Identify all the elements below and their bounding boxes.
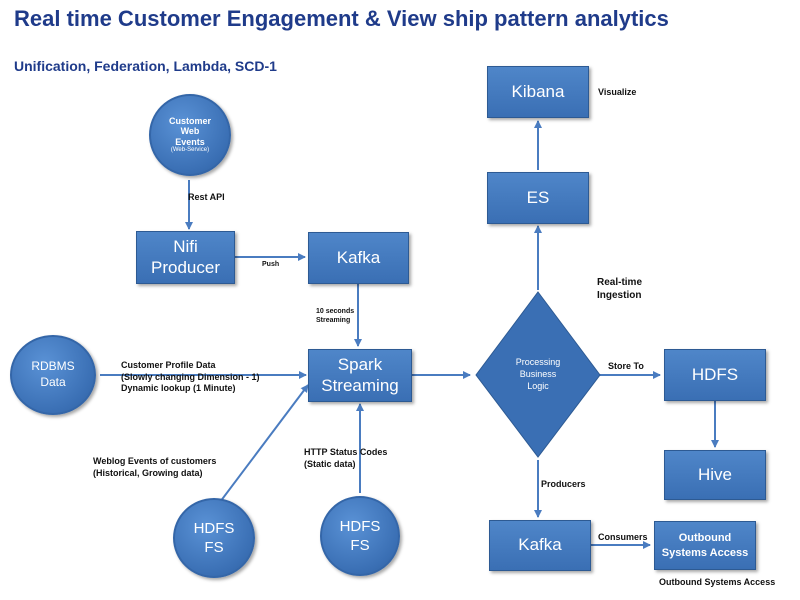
hdfs-left-line1: HDFS [193, 519, 235, 537]
arrow-hdfsleft-to-spark [213, 384, 309, 511]
kafka-top-node[interactable]: Kafka [308, 232, 409, 284]
processing-business-logic-node[interactable]: Processing Business Logic [496, 345, 580, 405]
rdbms-line2: Data [40, 375, 66, 389]
realtime-line1: Real-time [597, 277, 643, 288]
nifi-producer-node[interactable]: Nifi Producer [136, 231, 235, 284]
customer-profile-line1: Customer Profile Data [121, 360, 216, 370]
diagram-subtitle: Unification, Federation, Lambda, SCD-1 [14, 58, 277, 74]
kafka-bottom-label: Kafka [518, 535, 562, 555]
hdfs-right-label: HDFS [691, 364, 739, 384]
rest-api-label: Rest API [188, 192, 225, 202]
visualize-label: Visualize [598, 87, 637, 97]
store-to-label: Store To [608, 361, 644, 371]
kafka-bottom-node[interactable]: Kafka [489, 520, 591, 571]
outbound-line2: Systems Access [661, 546, 749, 559]
producers-label: Producers [541, 479, 586, 489]
ten-seconds-line1: 10 seconds [316, 308, 355, 315]
realtime-ingestion-label: Real-time Ingestion [597, 276, 642, 302]
nifi-line1: Nifi [173, 237, 198, 257]
customer-web-events-line2: Web [180, 126, 200, 137]
kafka-top-label: Kafka [336, 247, 381, 267]
kibana-label: Kibana [511, 81, 565, 101]
weblog-line1: Weblog Events of customers [93, 456, 217, 466]
diagram-title: Real time Customer Engagement & View shi… [14, 6, 669, 31]
hdfs-fs-mid-node[interactable]: HDFS FS [320, 496, 400, 576]
realtime-line2: Ingestion [597, 290, 642, 301]
hive-label: Hive [697, 464, 732, 484]
es-label: ES [526, 187, 550, 207]
rdbms-data-node[interactable]: RDBMS Data [10, 335, 96, 415]
kibana-node[interactable]: Kibana [487, 66, 589, 118]
push-label: Push [262, 261, 280, 268]
processing-line1: Processing [515, 357, 561, 368]
hive-node[interactable]: Hive [664, 450, 766, 500]
outbound-caption-label: Outbound Systems Access [659, 577, 776, 587]
processing-line3: Logic [527, 380, 549, 391]
hdfs-left-line2: FS [204, 539, 224, 556]
hdfs-mid-line1: HDFS [339, 517, 381, 535]
http-line1: HTTP Status Codes [304, 447, 388, 457]
http-status-label: HTTP Status Codes (Static data) [304, 447, 387, 470]
hdfs-fs-left-node[interactable]: HDFS FS [173, 498, 255, 578]
weblog-line2: (Historical, Growing data) [93, 467, 203, 478]
outbound-systems-node[interactable]: Outbound Systems Access [654, 521, 756, 570]
customer-web-events-line4: (Web-Service) [170, 146, 210, 153]
ten-seconds-line2: Streaming [316, 317, 351, 325]
spark-streaming-node[interactable]: Spark Streaming [308, 349, 412, 402]
hdfs-mid-line2: FS [350, 537, 370, 554]
outbound-line1: Outbound [678, 532, 732, 545]
spark-line1: Spark [337, 355, 383, 375]
consumers-label: Consumers [598, 532, 648, 542]
http-line2: (Static data) [304, 458, 356, 469]
customer-profile-line2: (Slowly changing Dimension - 1) [121, 371, 260, 382]
processing-line2: Business [519, 369, 557, 380]
ten-seconds-label: 10 seconds Streaming [316, 307, 354, 326]
customer-profile-label: Customer Profile Data (Slowly changing D… [121, 360, 260, 395]
processing-diamond-shape [475, 291, 601, 458]
es-node[interactable]: ES [487, 172, 589, 224]
weblog-label: Weblog Events of customers (Historical, … [93, 456, 216, 479]
spark-line2: Streaming [321, 375, 399, 395]
rdbms-line1: RDBMS [31, 359, 75, 374]
customer-web-events-line3: Events [175, 136, 205, 147]
customer-profile-line3: Dynamic lookup (1 Minute) [121, 383, 236, 394]
nifi-line2: Producer [151, 257, 220, 277]
customer-web-events-node[interactable]: Customer Web Events (Web-Service) [149, 94, 231, 176]
customer-web-events-line1: Customer [168, 115, 211, 126]
hdfs-right-node[interactable]: HDFS [664, 349, 766, 401]
